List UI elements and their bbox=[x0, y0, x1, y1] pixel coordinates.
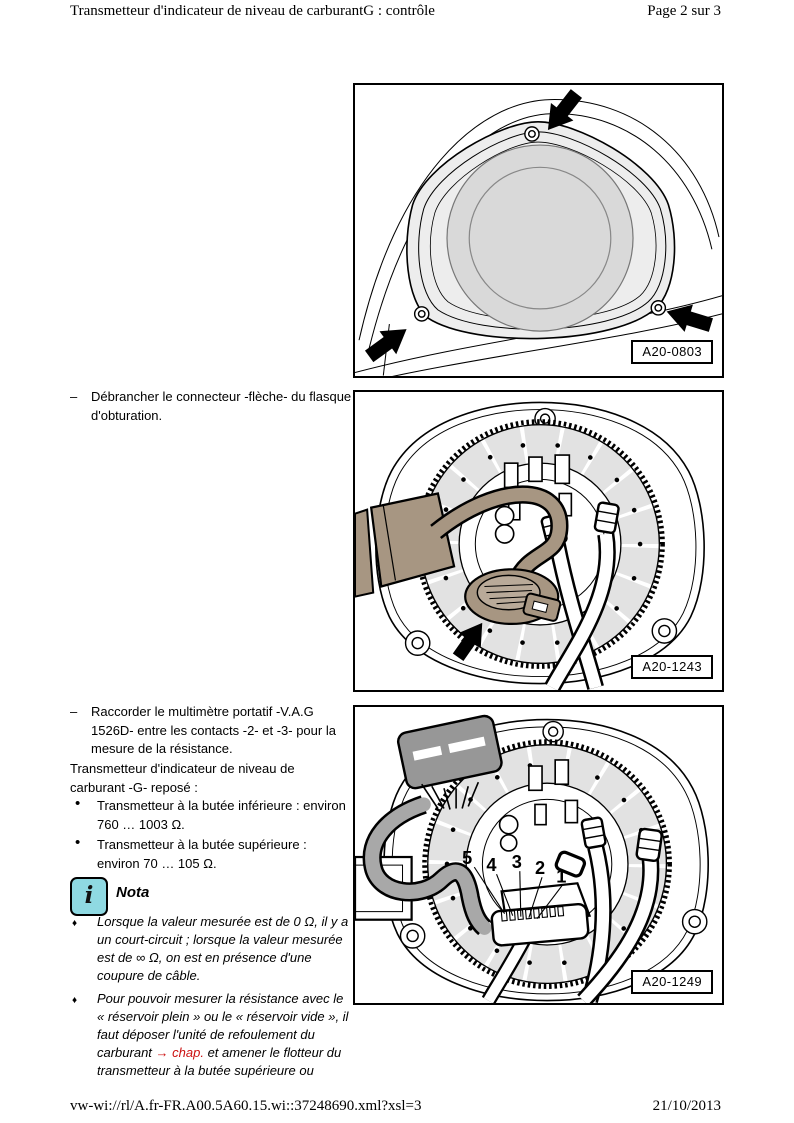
sender-contacts-illustration: 5 4 3 2 1 bbox=[355, 714, 709, 1003]
dash-bullet: – bbox=[70, 389, 78, 404]
pin-number-2: 2 bbox=[535, 858, 545, 878]
figure-a20-1243: A20-1243 bbox=[353, 390, 724, 692]
note-item-2: ♦ Pour pouvoir mesurer la résistance ave… bbox=[70, 990, 354, 1080]
fuel-hoses bbox=[481, 816, 663, 1003]
diamond-bullet: ♦ bbox=[72, 918, 78, 929]
sender-plug bbox=[464, 568, 562, 626]
spec-text: Transmetteur à la butée inférieure : env… bbox=[97, 798, 346, 832]
document-title: Transmetteur d'indicateur de niveau de c… bbox=[70, 3, 435, 19]
step-text: Débrancher le connecteur -flèche- du fla… bbox=[91, 389, 352, 423]
pin-numbers: 5 4 3 2 1 bbox=[462, 848, 566, 886]
info-icon: i bbox=[70, 877, 108, 916]
pin-number-5: 5 bbox=[462, 848, 472, 868]
document-date: 21/10/2013 bbox=[652, 1098, 721, 1114]
note-text: Pour pouvoir mesurer la résistance avec … bbox=[97, 991, 349, 1078]
pin-leader-lines bbox=[473, 866, 563, 920]
harness-connector bbox=[355, 485, 569, 598]
disconnected-connector bbox=[362, 714, 503, 936]
flange-bolt-holes bbox=[404, 407, 678, 656]
step-text: Raccorder le multimètre portatif -V.A.G … bbox=[91, 704, 336, 756]
closure-flange-plate bbox=[406, 121, 676, 340]
figure-a20-1249: 5 4 3 2 1 A20-1249 bbox=[353, 705, 724, 1005]
fuel-hoses bbox=[540, 501, 620, 690]
figure-label: A20-1243 bbox=[631, 655, 713, 679]
figure-label: A20-0803 bbox=[631, 340, 713, 364]
spec-text: Transmetteur à la butée supérieure : env… bbox=[97, 837, 307, 871]
connector-slots bbox=[528, 759, 579, 826]
page-header: Transmetteur d'indicateur de niveau de c… bbox=[70, 3, 721, 20]
round-bullet: • bbox=[75, 834, 81, 851]
vent-nipple bbox=[494, 505, 515, 544]
connector-arrow-icon bbox=[452, 622, 483, 661]
spec-bullet-2: • Transmetteur à la butée supérieure : e… bbox=[70, 834, 353, 873]
chapter-link[interactable]: → chap. bbox=[155, 1045, 204, 1060]
tank-cover-illustration bbox=[355, 89, 722, 376]
dash-bullet: – bbox=[70, 704, 78, 719]
note-text: Lorsque la valeur mesurée est de 0 Ω, il… bbox=[97, 914, 349, 983]
figure-label: A20-1249 bbox=[631, 970, 713, 994]
note-item-1: ♦ Lorsque la valeur mesurée est de 0 Ω, … bbox=[70, 913, 354, 985]
instruction-step-1: – Débrancher le connecteur -flèche- du f… bbox=[70, 388, 354, 425]
instruction-step-2: – Raccorder le multimètre portatif -V.A.… bbox=[70, 703, 354, 759]
note-title: Nota bbox=[116, 884, 150, 901]
tank-opening-circle bbox=[446, 144, 634, 332]
vent-nipple bbox=[498, 814, 519, 852]
intro-paragraph: Transmetteur d'indicateur de niveau de c… bbox=[70, 761, 295, 795]
screw-arrow-icons bbox=[364, 89, 713, 363]
sender-contact-housing bbox=[490, 850, 592, 947]
spec-bullet-1: • Transmetteur à la butée inférieure : e… bbox=[70, 795, 353, 834]
figure-a20-0803: A20-0803 bbox=[353, 83, 724, 378]
pin-number-3: 3 bbox=[512, 852, 522, 872]
page-indicator: Page 2 sur 3 bbox=[647, 3, 721, 19]
document-source: vw-wi://rl/A.fr-FR.A00.5A60.15.wi::37248… bbox=[70, 1098, 422, 1114]
cover-screws bbox=[413, 126, 667, 322]
diamond-bullet: ♦ bbox=[72, 995, 78, 1006]
pin-number-4: 4 bbox=[486, 855, 497, 875]
sender-flange-illustration bbox=[355, 401, 705, 690]
round-bullet: • bbox=[75, 795, 81, 812]
page-footer: vw-wi://rl/A.fr-FR.A00.5A60.15.wi::37248… bbox=[70, 1098, 721, 1115]
flange-bolt-holes bbox=[399, 720, 708, 949]
pin-number-1: 1 bbox=[556, 866, 566, 886]
